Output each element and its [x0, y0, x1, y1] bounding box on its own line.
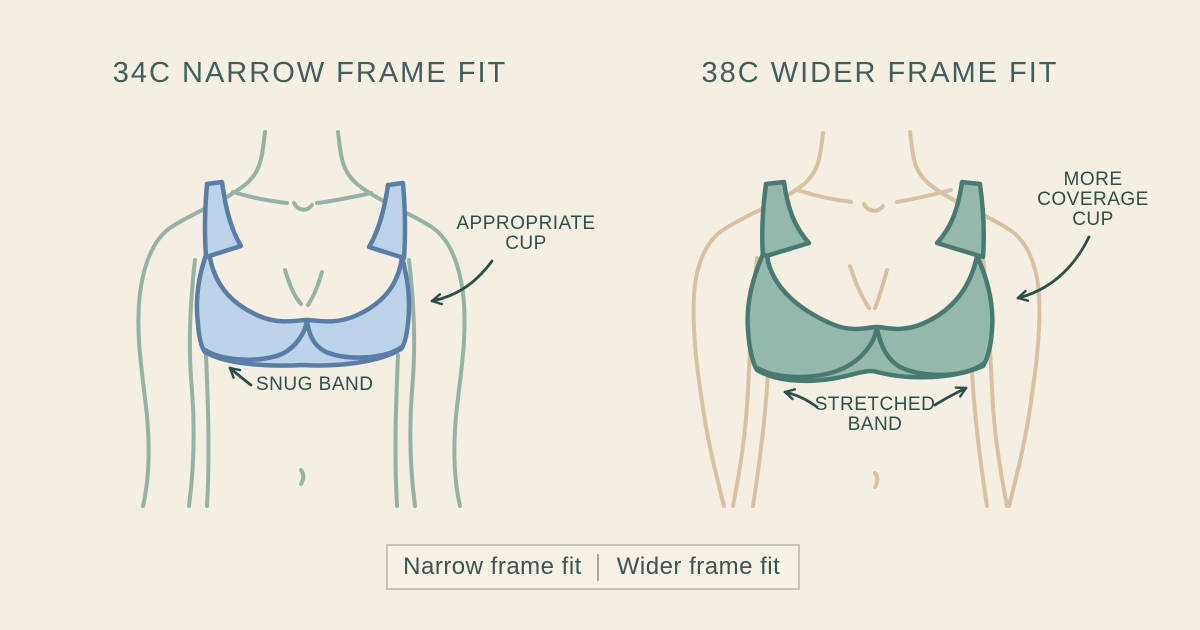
collarbone-left	[795, 188, 853, 204]
narrow-frame-figure-illustration	[136, 130, 467, 508]
hip-line-left	[751, 368, 770, 508]
wider-bra-illustration	[745, 179, 995, 383]
underwire-seam-right	[304, 318, 405, 360]
cleavage-line-left	[848, 264, 871, 310]
snug-band-label: SNUG BAND	[256, 374, 374, 395]
bra-body	[194, 252, 412, 368]
torso-left-outline	[136, 130, 267, 508]
narrow-torso-outline	[136, 130, 467, 508]
navel-mark	[873, 471, 880, 489]
collarbone-right	[315, 191, 373, 205]
hip-line-right	[393, 353, 400, 508]
bra-strap-left	[202, 179, 244, 260]
cleavage-line-right	[873, 268, 889, 310]
legend-item-narrow: Narrow frame fit	[403, 553, 582, 580]
armpit-line-right	[407, 258, 417, 508]
legend-divider	[597, 553, 599, 581]
torso-left-outline	[691, 131, 825, 508]
more-coverage-cup-label: MORE COVERAGE CUP	[1037, 169, 1149, 230]
navel-mark	[299, 468, 306, 486]
armpit-line-left	[187, 258, 197, 508]
appropriate-cup-label: APPROPRIATE CUP	[456, 213, 596, 254]
narrow-frame-title: 34C NARROW FRAME FIT	[112, 57, 508, 89]
hip-line-right	[970, 368, 989, 508]
underwire-seam-right	[874, 325, 986, 378]
wider-frame-title: 38C WIDER FRAME FIT	[701, 57, 1059, 89]
cleavage-line-left	[283, 268, 303, 306]
legend-box: Narrow frame fit Wider frame fit	[386, 544, 800, 590]
bra-strap-right	[934, 179, 987, 260]
collarbone-right	[895, 188, 953, 204]
neck-notch	[862, 202, 885, 213]
hip-line-left	[204, 353, 211, 508]
cleavage-line-right	[306, 270, 324, 307]
bra-strap-left	[759, 179, 812, 260]
bra-body	[745, 251, 995, 383]
narrow-bra-illustration	[194, 179, 412, 368]
wider-frame-figure-illustration	[691, 130, 1042, 508]
underwire-seam-left	[754, 325, 880, 380]
legend-item-wider: Wider frame fit	[616, 553, 781, 580]
stretched-band-label: STRETCHED BAND	[814, 394, 936, 435]
underwire-seam-left	[202, 318, 310, 362]
neck-notch	[292, 201, 314, 212]
collarbone-left	[231, 190, 289, 205]
